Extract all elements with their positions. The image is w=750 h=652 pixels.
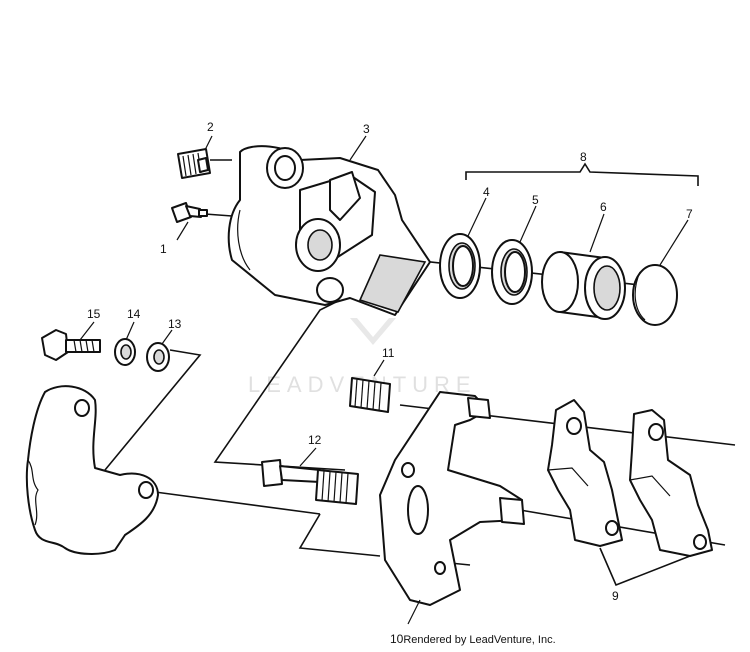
callout-15: 15 [87, 307, 101, 321]
group-bracket-8 [465, 162, 699, 186]
callout-labels: 1 2 3 4 5 6 7 8 9 15 14 13 11 12 [87, 120, 693, 603]
part-bolt [41, 329, 101, 361]
callout-7: 7 [686, 207, 693, 221]
render-credit: 10Rendered by LeadVenture, Inc. [390, 632, 556, 646]
part-slide-pin-11 [349, 377, 391, 413]
callout-14: 14 [127, 307, 141, 321]
part-lock-washer [114, 338, 136, 366]
part-seal-5 [491, 239, 533, 305]
callout-12: 12 [308, 433, 322, 447]
credit-text: Rendered by LeadVenture, Inc. [403, 634, 556, 646]
callout-13: 13 [168, 317, 182, 331]
callout-10: 10 [390, 632, 404, 646]
callout-9: 9 [612, 589, 619, 603]
part-support-bracket [379, 391, 525, 606]
part-boot [632, 264, 678, 326]
callout-11: 11 [382, 346, 395, 360]
part-caliper-body [227, 145, 431, 316]
part-seal-4 [439, 233, 481, 299]
part-slide-pin-12 [261, 459, 359, 505]
part-bleeder-cap [171, 202, 208, 223]
callout-leaders [79, 135, 689, 625]
callout-5: 5 [532, 193, 539, 207]
part-flat-washer [146, 342, 170, 372]
part-brake-pad-outer [629, 409, 713, 557]
watermark-logo [350, 318, 396, 345]
leader-9 [599, 547, 691, 587]
callout-4: 4 [483, 185, 490, 199]
part-brake-pad-inner [547, 399, 623, 547]
part-mounting-bracket [25, 385, 159, 555]
part-bleeder-screw [177, 148, 211, 179]
callout-1: 1 [160, 242, 167, 256]
part-piston [541, 251, 626, 320]
callout-2: 2 [207, 120, 214, 134]
callout-3: 3 [363, 122, 370, 136]
callout-6: 6 [600, 200, 607, 214]
callout-8: 8 [580, 150, 587, 164]
